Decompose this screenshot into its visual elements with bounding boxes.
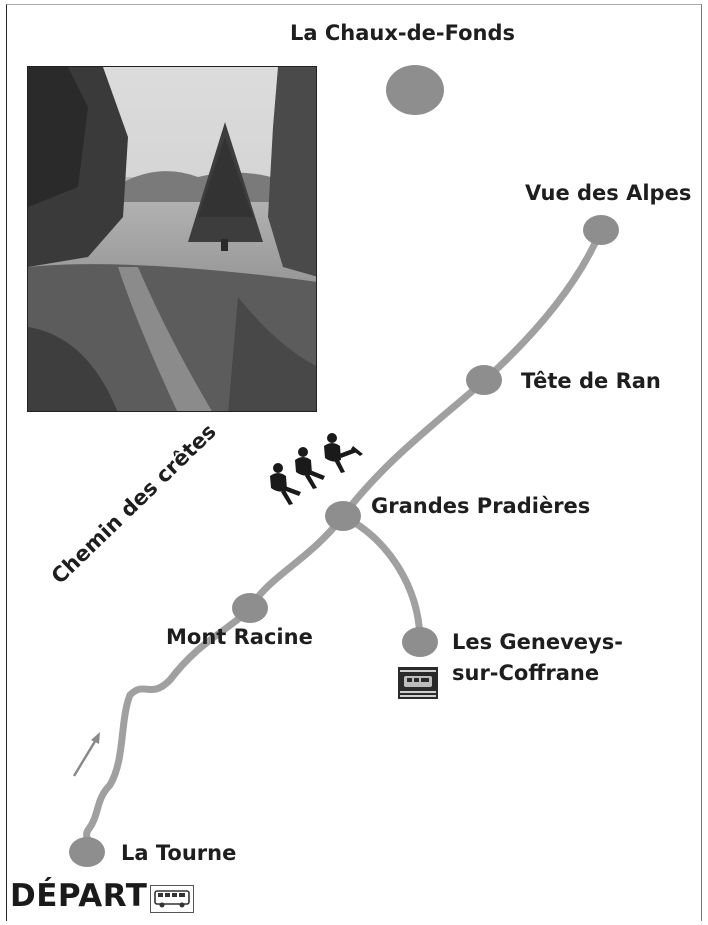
start-label: DÉPART: [10, 878, 148, 914]
node-la-chaux-de-fonds: [386, 65, 444, 115]
forest-meadow-photo: [27, 66, 317, 412]
label-les-geneveys-line2: sur-Coffrane: [452, 661, 600, 685]
map-frame: [6, 4, 702, 921]
label-mont-racine: Mont Racine: [166, 625, 313, 649]
label-vue-des-alpes: Vue des Alpes: [525, 181, 692, 205]
label-la-tourne: La Tourne: [121, 841, 237, 865]
label-la-chaux-de-fonds: La Chaux-de-Fonds: [290, 21, 516, 45]
node-la-tourne: [69, 837, 105, 867]
bus-icon: [150, 885, 194, 913]
train-icon: [398, 667, 438, 699]
node-mont-racine: [232, 593, 268, 623]
node-tete-de-ran: [466, 365, 502, 395]
arrow-icon: [72, 732, 100, 777]
node-les-geneveys: [402, 627, 438, 657]
route-branch: [339, 512, 424, 646]
label-grandes-pradieres: Grandes Pradières: [371, 494, 591, 518]
node-vue-des-alpes: [583, 215, 619, 245]
hikers-icon: [270, 433, 363, 505]
label-tete-de-ran: Tête de Ran: [521, 369, 661, 393]
label-les-geneveys-line1: Les Geneveys-: [452, 630, 623, 654]
photo-illustration: [28, 67, 316, 411]
node-grandes-pradieres: [325, 501, 361, 531]
